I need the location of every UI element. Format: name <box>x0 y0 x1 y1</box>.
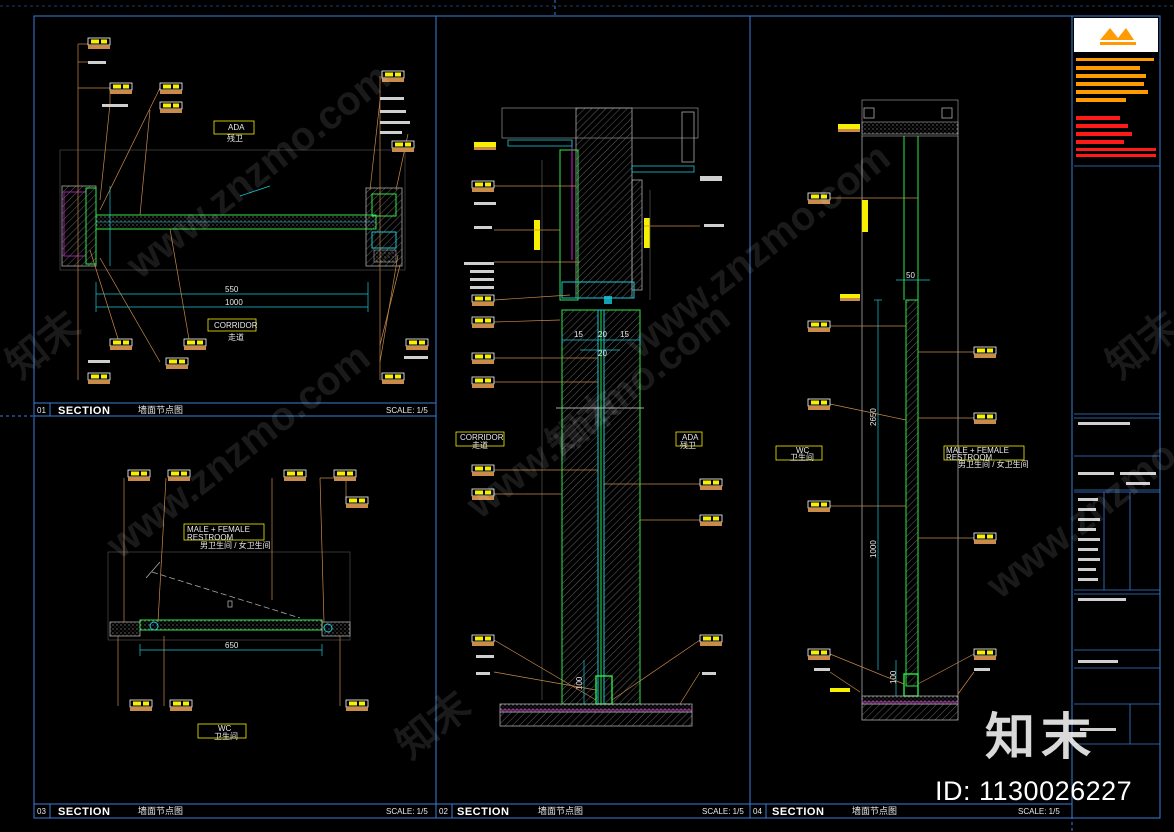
svg-text:100: 100 <box>575 676 584 690</box>
svg-text:2650: 2650 <box>869 408 878 426</box>
svg-text:WC: WC <box>796 446 810 455</box>
dim-01-a: 550 <box>225 285 239 294</box>
svg-text:知末: 知末 <box>388 683 478 767</box>
title-bar-03: 03 SECTION 墙面节点图 SCALE: 1/5 <box>37 804 428 818</box>
label-corridor-01: CORRIDOR <box>214 321 258 330</box>
panel-number-01: 01 <box>37 406 46 415</box>
svg-text:墙面节点图: 墙面节点图 <box>138 805 183 816</box>
section-01-drawing: 550 1000 ADA 残卫 CORRIDOR 走道 <box>59 37 429 385</box>
svg-text:www.znzmo.com: www.znzmo.com <box>978 375 1174 608</box>
image-id: ID: 1130026227 <box>935 776 1133 806</box>
section-03-drawing: 650 MALE + FEMALE RESTROOM 男卫生间 / 女卫生间 W… <box>107 469 369 741</box>
svg-text:SCALE: 1/5: SCALE: 1/5 <box>702 807 744 816</box>
label-corridor-02: CORRIDOR <box>460 433 504 442</box>
svg-text:知末: 知末 <box>0 303 89 387</box>
svg-text:100: 100 <box>889 670 898 684</box>
svg-text:SCALE: 1/5: SCALE: 1/5 <box>386 807 428 816</box>
svg-text:残卫: 残卫 <box>227 133 243 143</box>
svg-text:墙面节点图: 墙面节点图 <box>852 805 897 816</box>
svg-text:RESTROOM: RESTROOM <box>946 453 993 462</box>
svg-text:残卫: 残卫 <box>680 440 696 450</box>
dim-01-b: 1000 <box>225 298 243 307</box>
svg-text:SCALE: 1/5: SCALE: 1/5 <box>1018 807 1060 816</box>
label-ada-02: ADA <box>682 433 699 442</box>
svg-text:03: 03 <box>37 807 46 816</box>
svg-text:走道: 走道 <box>228 332 244 342</box>
svg-text:卫生间: 卫生间 <box>214 731 238 741</box>
svg-text:02: 02 <box>439 807 448 816</box>
section-02-drawing: 15 20 15 20 100 CORRIDOR 走道 ADA 残卫 <box>455 107 724 727</box>
title-bar-04: 04 SECTION 墙面节点图 SCALE: 1/5 <box>753 804 1060 818</box>
panel-subtitle-01: 墙面节点图 <box>138 404 183 415</box>
svg-text:MALE + FEMALE: MALE + FEMALE <box>946 446 1009 455</box>
svg-text:墙面节点图: 墙面节点图 <box>538 805 583 816</box>
svg-text:SECTION: SECTION <box>58 806 110 818</box>
svg-text:知末: 知末 <box>1098 303 1174 387</box>
svg-text:SECTION: SECTION <box>772 806 824 818</box>
panel-scale-01: SCALE: 1/5 <box>386 406 428 415</box>
label-ada-01: ADA <box>228 123 245 132</box>
svg-text:卫生间: 卫生间 <box>790 452 814 462</box>
svg-text:20: 20 <box>598 349 607 358</box>
svg-text:MALE + FEMALE: MALE + FEMALE <box>187 525 250 534</box>
title-bar-01: 01 SECTION 墙面节点图 SCALE: 1/5 <box>37 403 428 417</box>
svg-text:www.znzmo.com: www.znzmo.com <box>618 135 899 368</box>
svg-text:04: 04 <box>753 807 762 816</box>
svg-text:15: 15 <box>620 330 629 339</box>
title-block <box>1074 18 1160 745</box>
brand-logo: 知末 <box>985 709 1097 765</box>
svg-text:15: 15 <box>574 330 583 339</box>
panel-title-01: SECTION <box>58 405 110 417</box>
title-bar-02: 02 SECTION 墙面节点图 SCALE: 1/5 <box>439 804 744 818</box>
dim-03-a: 650 <box>225 641 239 650</box>
svg-text:WC: WC <box>218 724 232 733</box>
svg-text:SECTION: SECTION <box>457 806 509 818</box>
svg-text:RESTROOM: RESTROOM <box>187 533 234 542</box>
svg-text:男卫生间 / 女卫生间: 男卫生间 / 女卫生间 <box>958 459 1029 469</box>
svg-text:1000: 1000 <box>869 540 878 558</box>
svg-text:走道: 走道 <box>472 440 488 450</box>
svg-text:20: 20 <box>598 330 607 339</box>
section-04-drawing: 50 2650 1000 100 WC 卫生间 MALE + FEMALE RE… <box>775 99 1029 721</box>
svg-text:男卫生间 / 女卫生间: 男卫生间 / 女卫生间 <box>200 540 271 550</box>
svg-text:50: 50 <box>906 271 915 280</box>
